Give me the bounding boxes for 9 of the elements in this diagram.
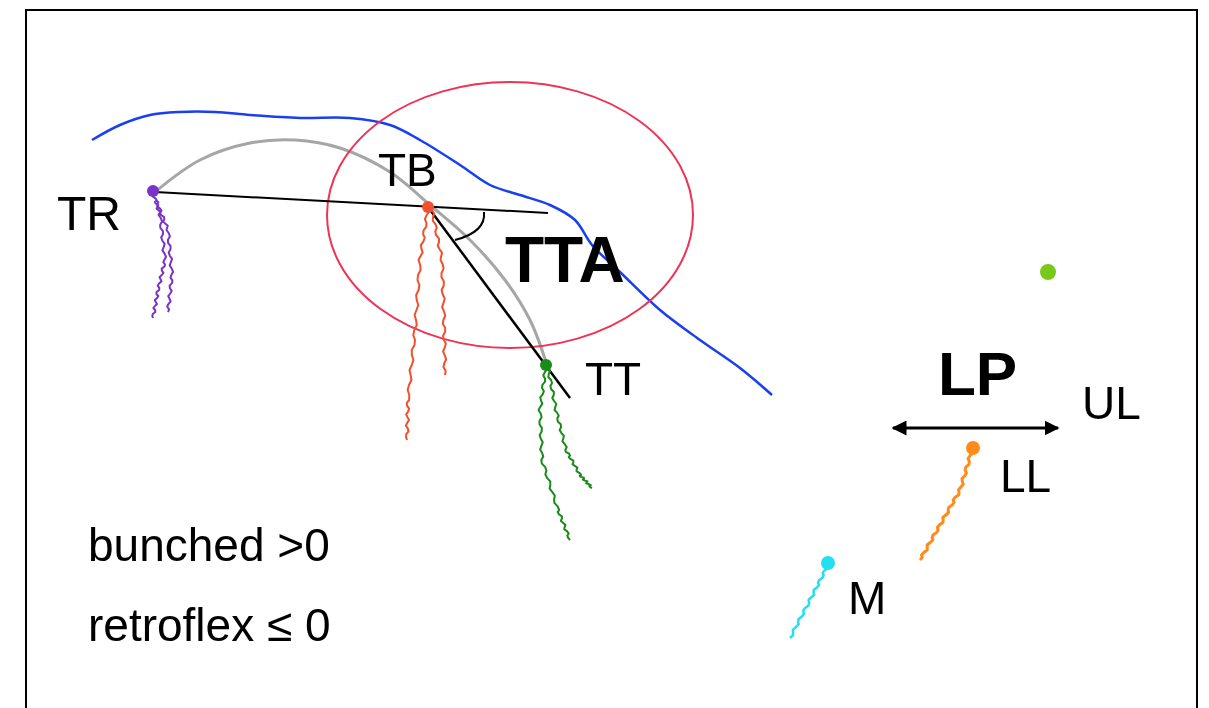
note-text: bunched >0 [88, 522, 330, 568]
sensor-label: UL [1082, 380, 1141, 426]
sensor-label: TB [378, 147, 437, 193]
sensor-label: M [848, 575, 887, 621]
sensor-label: TT [585, 356, 642, 402]
sensor-label: LL [1000, 453, 1052, 499]
sensor-label: TR [57, 190, 121, 238]
measure-label: LP [938, 343, 1018, 405]
note-text: retroflex ≤ 0 [88, 602, 331, 648]
